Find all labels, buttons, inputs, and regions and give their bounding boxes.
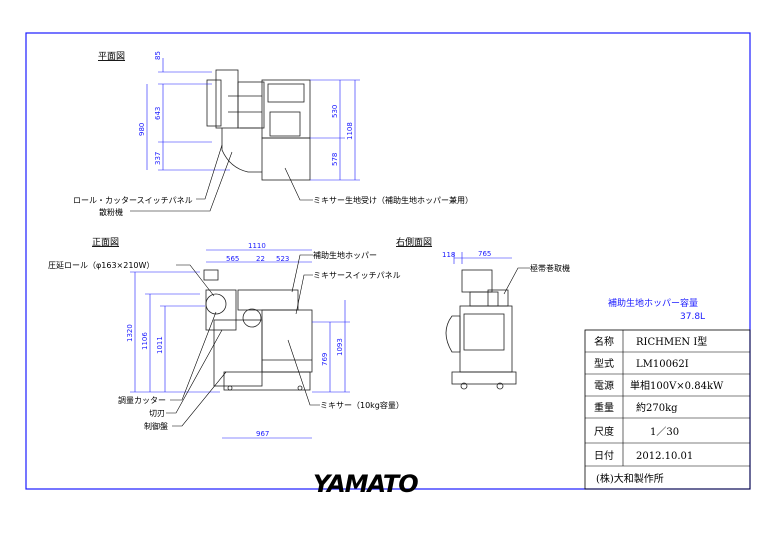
svg-text:967: 967 xyxy=(256,430,269,438)
label-cutter-blade: 切刃 xyxy=(149,409,165,418)
tb-value-weight: 約270kg xyxy=(636,401,678,414)
tb-company: (株)大和製作所 xyxy=(596,472,664,485)
plan-view-title: 平面図 xyxy=(98,51,125,62)
svg-text:1106: 1106 xyxy=(141,332,149,350)
svg-text:765: 765 xyxy=(478,250,491,258)
tb-key-scale: 尺度 xyxy=(594,425,614,438)
svg-text:523: 523 xyxy=(276,255,289,263)
svg-text:1011: 1011 xyxy=(156,336,164,354)
svg-text:118: 118 xyxy=(442,251,455,259)
svg-text:1108: 1108 xyxy=(346,122,354,140)
svg-text:22: 22 xyxy=(256,255,265,263)
svg-text:1320: 1320 xyxy=(126,324,134,342)
tb-key-date: 日付 xyxy=(594,449,614,462)
svg-text:85: 85 xyxy=(154,51,162,60)
title-block: 名称 RICHMEN I型 型式 LM10062I 電源 単相100V×0.84… xyxy=(584,329,751,490)
tb-key-model: 型式 xyxy=(594,357,614,370)
label-measure-cutter: 調量カッター xyxy=(118,395,166,405)
svg-text:643: 643 xyxy=(154,107,162,120)
tb-value-scale: 1／30 xyxy=(650,426,679,438)
yamato-logo: YAMATO xyxy=(313,470,418,498)
tb-key-name: 名称 xyxy=(594,335,614,348)
svg-text:337: 337 xyxy=(154,152,162,165)
svg-text:530: 530 xyxy=(331,105,339,118)
side-view-title: 右側面図 xyxy=(396,236,432,248)
tb-key-power: 電源 xyxy=(594,379,614,392)
sheet-border xyxy=(25,32,751,490)
label-roll-cutter-switch: ロール・カッタースイッチパネル xyxy=(73,196,193,205)
hopper-capacity-label: 補助生地ホッパー容量 xyxy=(608,297,698,309)
svg-text:980: 980 xyxy=(138,123,146,136)
label-pressing-roll: 圧延ロール（φ163×210W） xyxy=(48,260,154,270)
plan-view-drawing xyxy=(206,69,311,181)
label-aux-hopper: 補助生地ホッパー xyxy=(313,250,377,260)
svg-text:1110: 1110 xyxy=(248,242,266,250)
label-mixer: ミキサー（10kg容量） xyxy=(320,400,404,410)
label-belt-winder: 極帯巻取機 xyxy=(530,263,570,273)
front-view-drawing xyxy=(203,269,313,391)
svg-text:769: 769 xyxy=(321,353,329,366)
svg-text:565: 565 xyxy=(226,255,239,263)
side-dimensions: 118 765 xyxy=(442,250,512,264)
tb-value-name: RICHMEN I型 xyxy=(636,335,707,348)
svg-text:578: 578 xyxy=(331,153,339,166)
tb-value-date: 2012.10.01 xyxy=(636,451,693,462)
label-control-panel: 制御盤 xyxy=(144,421,168,431)
tb-value-power: 単相100V×0.84kW xyxy=(630,379,724,392)
label-duster: 散粉機 xyxy=(99,207,123,217)
plan-dimensions: 85 643 980 337 530 1108 578 xyxy=(138,51,360,181)
side-view-drawing xyxy=(445,269,517,390)
front-dimensions: 1110 565 22 523 1320 1106 1011 769 1093 … xyxy=(126,242,350,439)
label-mixer-receiver: ミキサー生地受け（補助生地ホッパー兼用） xyxy=(313,195,473,205)
svg-text:1093: 1093 xyxy=(336,338,344,356)
front-view-title: 正面図 xyxy=(92,237,119,248)
hopper-capacity-value: 37.8L xyxy=(680,312,705,322)
tb-key-weight: 重量 xyxy=(594,401,614,414)
label-mixer-switch: ミキサースイッチパネル xyxy=(313,271,401,280)
tb-value-model: LM10062I xyxy=(636,359,689,370)
